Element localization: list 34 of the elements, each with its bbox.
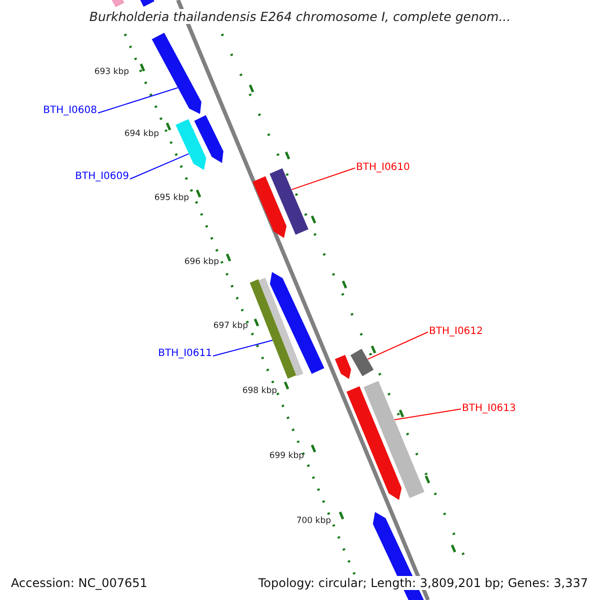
tick-label: 699 kbp xyxy=(269,451,304,462)
footer-text: Accession: NC_007651 xyxy=(9,576,150,590)
leader-line xyxy=(130,153,190,180)
gene-label: BTH_I0611 xyxy=(158,347,212,361)
gene-feature-bar xyxy=(250,279,296,379)
footer-text: Topology: circular; Length: 3,809,201 bp; Genes: 3,337 xyxy=(256,576,590,590)
leader-line xyxy=(212,340,274,356)
tick-label: 698 kbp xyxy=(242,386,277,397)
gene-label: BTH_I0608 xyxy=(43,104,97,118)
tick-label: 693 kbp xyxy=(94,67,129,78)
gene-label: BTH_I0609 xyxy=(75,170,129,184)
gene-feature-bar xyxy=(152,32,202,114)
leader-line xyxy=(367,332,428,360)
leader-line xyxy=(291,168,356,190)
leader-line xyxy=(98,87,178,114)
tick-label: 694 kbp xyxy=(124,129,159,140)
gene-feature-bar xyxy=(194,115,224,163)
gene-label: BTH_I0613 xyxy=(462,402,516,416)
gene-label: BTH_I0612 xyxy=(429,325,483,339)
tick-label: 696 kbp xyxy=(184,257,219,268)
tick-label: 695 kbp xyxy=(154,193,189,204)
gene-feature-bar xyxy=(334,354,352,379)
gene-feature-bar xyxy=(346,386,402,500)
gene-feature-bar xyxy=(364,380,424,498)
gene-feature-bar xyxy=(252,176,286,238)
tick-label: 697 kbp xyxy=(213,321,248,332)
gene-feature-bar xyxy=(270,168,308,235)
gene-label: BTH_I0610 xyxy=(356,161,410,175)
gene-feature-bar xyxy=(176,119,206,170)
tick-label: 700 kbp xyxy=(296,516,331,527)
gene-feature-bar xyxy=(350,348,374,376)
gene-feature-bar xyxy=(270,272,324,374)
leader-line xyxy=(394,408,462,420)
gene-feature-bar xyxy=(258,278,304,376)
